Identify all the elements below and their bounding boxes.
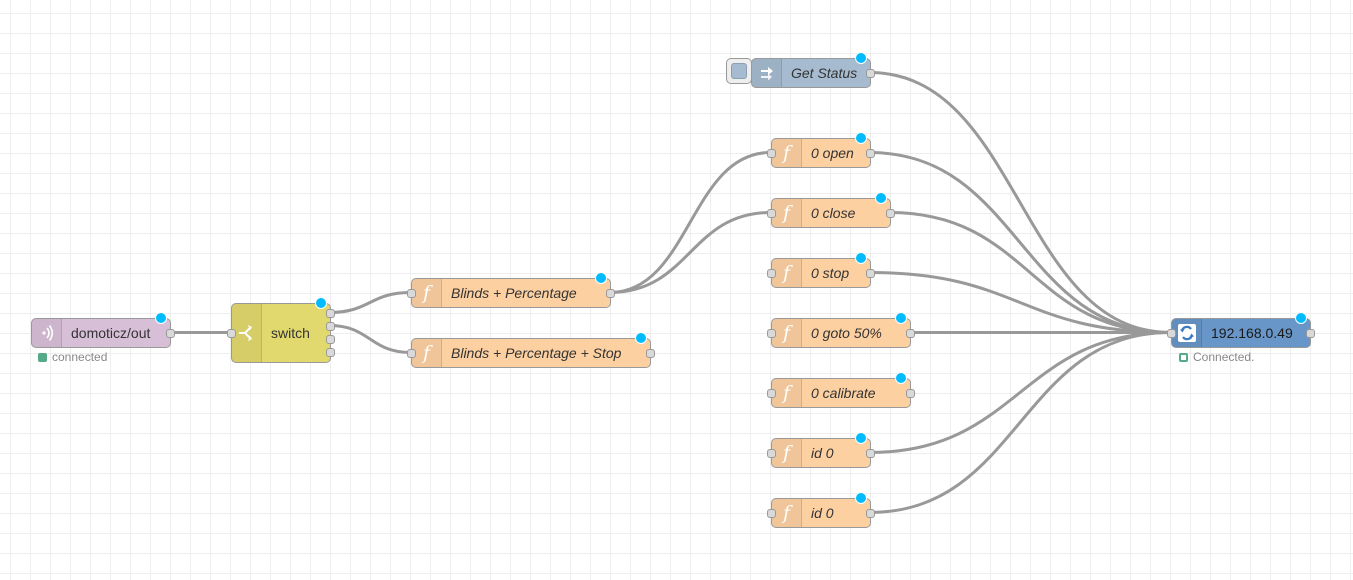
node-label: 0 close bbox=[811, 205, 856, 221]
changed-indicator bbox=[895, 312, 907, 324]
node-label: 0 goto 50% bbox=[811, 325, 882, 341]
node-function-close[interactable]: f 0 close bbox=[767, 192, 895, 228]
wire-fn_id0_b-to-tcp_out[interactable] bbox=[869, 331, 1171, 514]
wire-switch-to-fn_blinds_pct_stop[interactable] bbox=[329, 324, 411, 354]
node-function-open[interactable]: f 0 open bbox=[767, 132, 875, 168]
function-icon: f bbox=[772, 439, 802, 467]
wire-fn_stop-to-tcp_out[interactable] bbox=[869, 271, 1171, 334]
output-port[interactable] bbox=[866, 509, 875, 518]
status-dot-icon bbox=[38, 352, 47, 362]
node-label: switch bbox=[271, 325, 310, 341]
wire-fn_id0_a-to-tcp_out[interactable] bbox=[869, 331, 1171, 454]
node-tcp-request[interactable]: 192.168.0.49 bbox=[1167, 312, 1315, 348]
output-port[interactable] bbox=[646, 349, 655, 358]
changed-indicator bbox=[855, 52, 867, 64]
output-port-2[interactable] bbox=[326, 322, 335, 331]
changed-indicator bbox=[875, 192, 887, 204]
node-mqtt-in[interactable]: domoticz/out bbox=[31, 312, 175, 348]
arrow-in-icon bbox=[752, 59, 782, 87]
node-function-blinds-percentage[interactable]: f Blinds + Percentage bbox=[407, 272, 615, 308]
node-label: 0 calibrate bbox=[811, 385, 876, 401]
input-port[interactable] bbox=[767, 509, 776, 518]
node-label: 0 open bbox=[811, 145, 854, 161]
wire-inject_get_status-to-tcp_out[interactable] bbox=[869, 71, 1171, 334]
output-port-3[interactable] bbox=[326, 335, 335, 344]
function-icon: f bbox=[772, 379, 802, 407]
mqtt-status: connected bbox=[38, 350, 107, 364]
output-port[interactable] bbox=[866, 149, 875, 158]
changed-indicator bbox=[855, 132, 867, 144]
output-port[interactable] bbox=[906, 329, 915, 338]
input-port[interactable] bbox=[1167, 329, 1176, 338]
input-port[interactable] bbox=[767, 149, 776, 158]
input-port[interactable] bbox=[767, 389, 776, 398]
node-label: id 0 bbox=[811, 445, 834, 461]
node-label: id 0 bbox=[811, 505, 834, 521]
input-port[interactable] bbox=[407, 349, 416, 358]
node-label: 192.168.0.49 bbox=[1211, 325, 1293, 341]
output-port-4[interactable] bbox=[326, 348, 335, 357]
changed-indicator bbox=[855, 252, 867, 264]
node-function-calibrate[interactable]: f 0 calibrate bbox=[767, 372, 915, 408]
node-function-stop[interactable]: f 0 stop bbox=[767, 252, 875, 288]
input-port[interactable] bbox=[767, 269, 776, 278]
function-icon: f bbox=[772, 499, 802, 527]
output-port[interactable] bbox=[1306, 329, 1315, 338]
node-label: domoticz/out bbox=[71, 325, 151, 341]
input-port[interactable] bbox=[407, 289, 416, 298]
node-label: 0 stop bbox=[811, 265, 850, 281]
mqtt-icon bbox=[32, 319, 62, 347]
changed-indicator bbox=[595, 272, 607, 284]
status-ring-icon bbox=[1179, 352, 1188, 362]
bridge-icon bbox=[1172, 319, 1202, 347]
node-function-id0-a[interactable]: f id 0 bbox=[767, 432, 875, 468]
function-icon: f bbox=[772, 319, 802, 347]
changed-indicator bbox=[155, 312, 167, 324]
changed-indicator bbox=[855, 432, 867, 444]
output-port[interactable] bbox=[166, 329, 175, 338]
output-port-1[interactable] bbox=[326, 309, 335, 318]
input-port[interactable] bbox=[767, 209, 776, 218]
node-label: Blinds + Percentage bbox=[451, 285, 577, 301]
wire-fn_close-to-tcp_out[interactable] bbox=[889, 211, 1171, 334]
node-label: Blinds + Percentage + Stop bbox=[451, 345, 622, 361]
inject-trigger-button[interactable] bbox=[726, 58, 752, 84]
wire-fn_blinds_pct-to-fn_close[interactable] bbox=[609, 211, 771, 294]
input-port[interactable] bbox=[767, 329, 776, 338]
input-port[interactable] bbox=[767, 449, 776, 458]
changed-indicator bbox=[635, 332, 647, 344]
function-icon: f bbox=[772, 259, 802, 287]
function-icon: f bbox=[772, 199, 802, 227]
output-port[interactable] bbox=[886, 209, 895, 218]
node-switch[interactable]: switch bbox=[227, 297, 335, 363]
node-inject-get-status[interactable]: Get Status bbox=[751, 52, 875, 88]
changed-indicator bbox=[315, 297, 327, 309]
wire-fn_open-to-tcp_out[interactable] bbox=[869, 151, 1171, 334]
node-label: Get Status bbox=[791, 65, 858, 81]
function-icon: f bbox=[412, 279, 442, 307]
tcp-status: Connected. bbox=[1179, 350, 1254, 364]
node-function-blinds-percentage-stop[interactable]: f Blinds + Percentage + Stop bbox=[407, 332, 655, 368]
node-function-goto[interactable]: f 0 goto 50% bbox=[767, 312, 915, 348]
output-port[interactable] bbox=[866, 69, 875, 78]
wire-switch-to-fn_blinds_pct[interactable] bbox=[329, 291, 411, 314]
output-port[interactable] bbox=[866, 269, 875, 278]
wire-fn_blinds_pct-to-fn_open[interactable] bbox=[609, 151, 771, 294]
function-icon: f bbox=[772, 139, 802, 167]
changed-indicator bbox=[895, 372, 907, 384]
output-port[interactable] bbox=[866, 449, 875, 458]
output-port[interactable] bbox=[906, 389, 915, 398]
switch-icon bbox=[232, 304, 262, 362]
changed-indicator bbox=[1295, 312, 1307, 324]
output-port[interactable] bbox=[606, 289, 615, 298]
changed-indicator bbox=[855, 492, 867, 504]
node-function-id0-b[interactable]: f id 0 bbox=[767, 492, 875, 528]
input-port[interactable] bbox=[227, 329, 236, 338]
function-icon: f bbox=[412, 339, 442, 367]
